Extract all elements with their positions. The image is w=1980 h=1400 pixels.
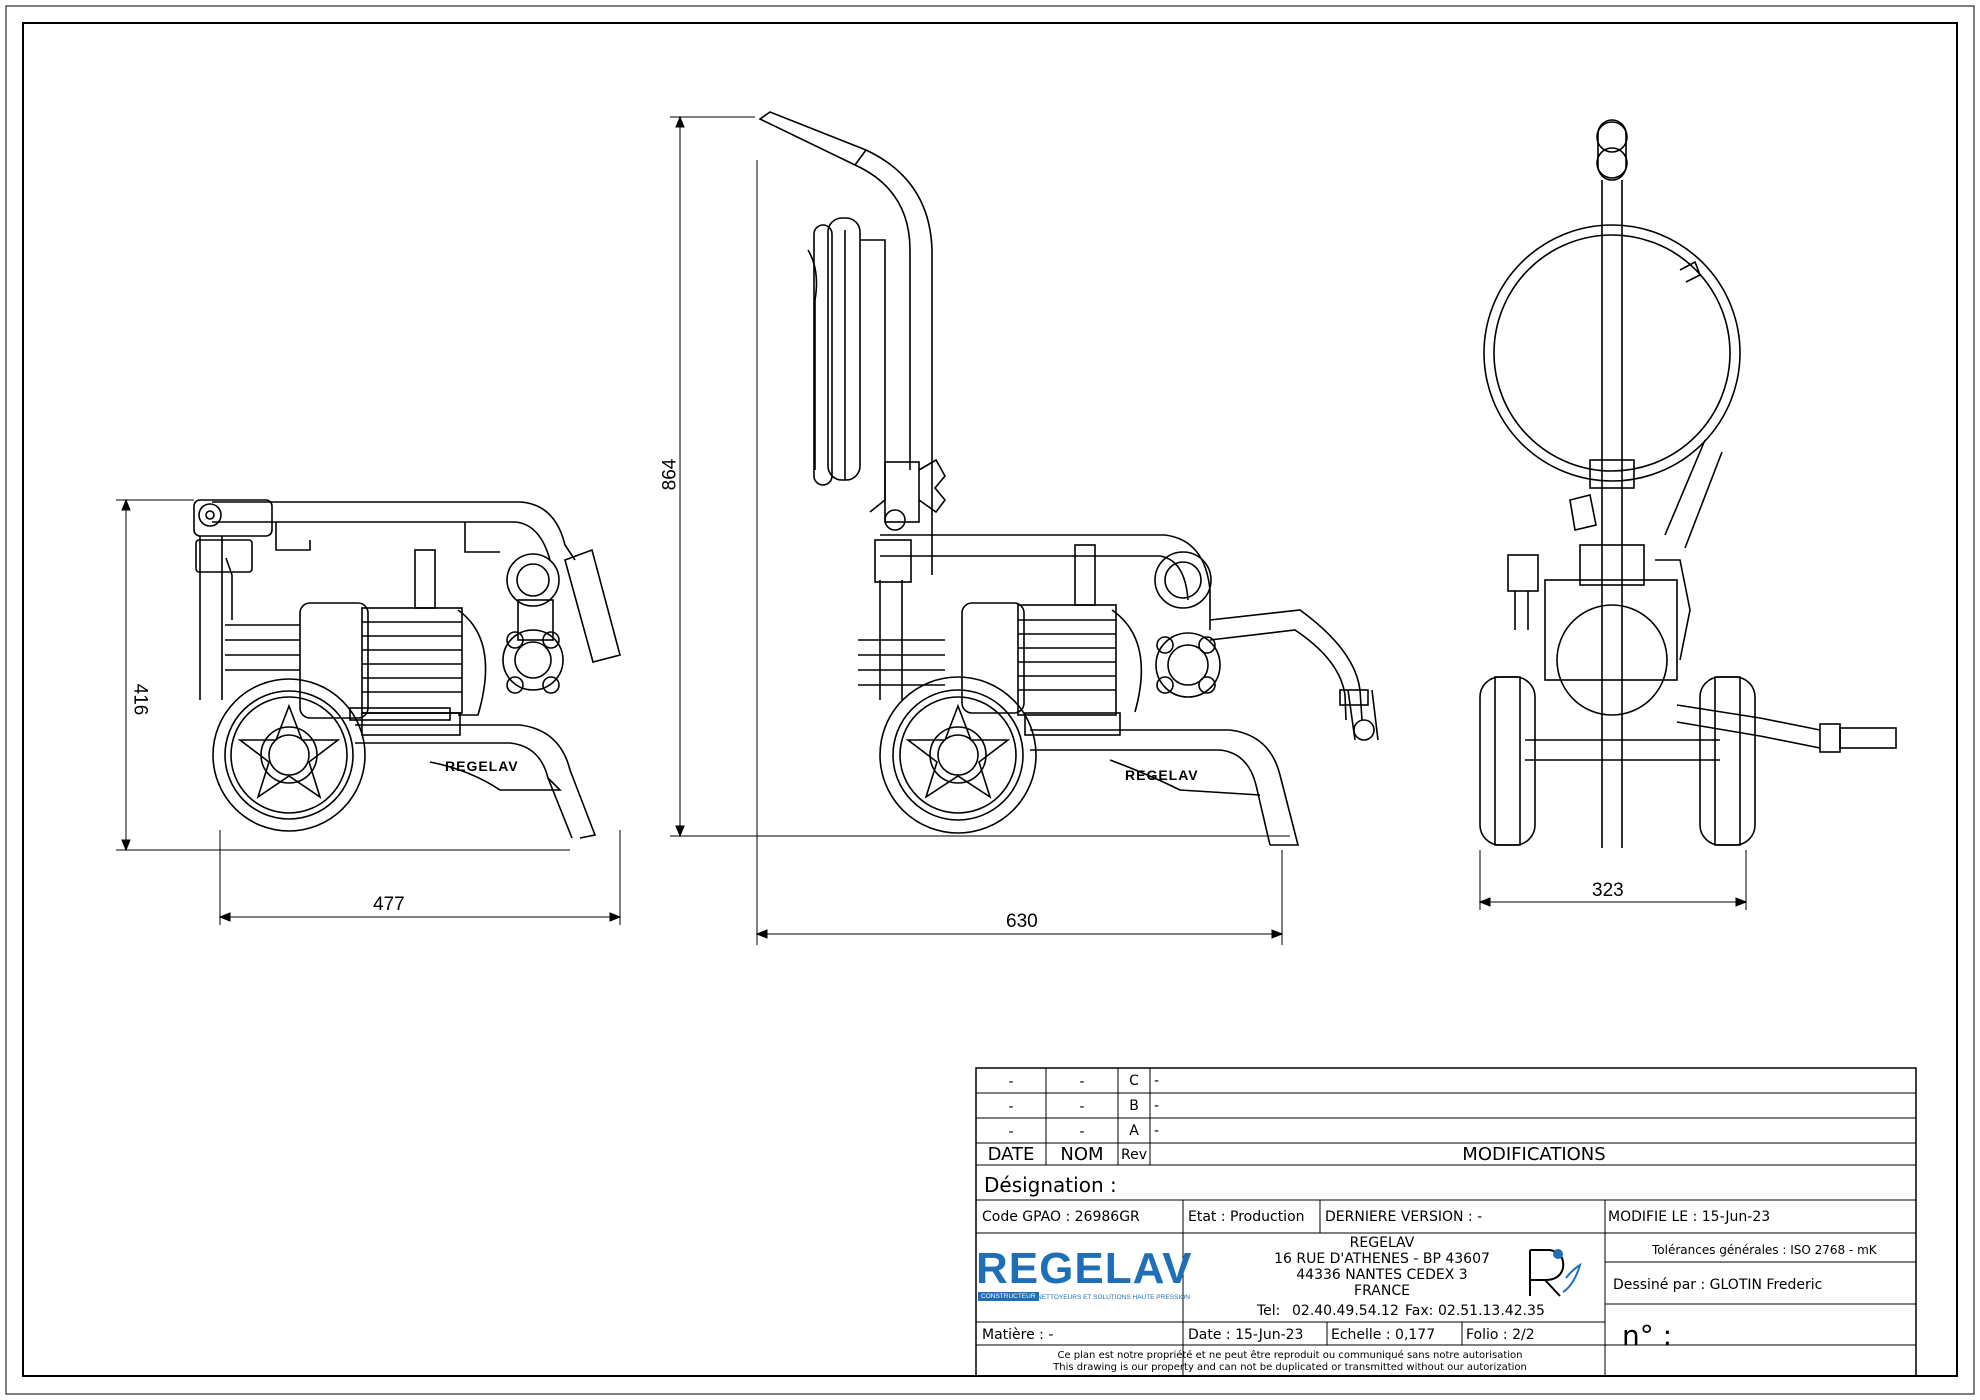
rev-row-b-nom: -: [1079, 1099, 1085, 1115]
title-block-grid: [975, 1067, 1917, 1377]
ownership-notice-fr: Ce plan est notre propriété et ne peut ê…: [1057, 1350, 1523, 1361]
fax-number: 02.51.13.42.35: [1438, 1303, 1545, 1319]
derniere-version: DERNIERE VERSION : -: [1325, 1209, 1483, 1225]
tolerances: Tolérances générales : ISO 2768 - mK: [1652, 1243, 1877, 1257]
ownership-notice-en: This drawing is our property and can not…: [1053, 1362, 1527, 1373]
rev-row-c-rev: C: [1129, 1073, 1139, 1089]
rev-row-c-mod: -: [1154, 1073, 1160, 1089]
fax-label: Fax:: [1405, 1303, 1434, 1319]
etat: Etat : Production: [1188, 1209, 1305, 1225]
company-address-2: 44336 NANTES CEDEX 3: [1296, 1267, 1468, 1283]
frame-brand-label: REGELAV: [445, 758, 519, 774]
regelav-r-mark: [1529, 1249, 1582, 1297]
dims-view-front: [1478, 850, 1748, 910]
modifie-le: MODIFIE LE : 15-Jun-23: [1608, 1209, 1771, 1225]
rev-header-nom: NOM: [1060, 1144, 1104, 1165]
logo-tag: CONSTRUCTEUR: [978, 1292, 1039, 1301]
frame-brand-label: REGELAV: [1125, 767, 1199, 783]
company-name: REGELAV: [1349, 1235, 1415, 1251]
dim-view2-width: 630: [1006, 911, 1038, 932]
side-view-left: [193, 499, 621, 839]
rev-header-date: DATE: [987, 1144, 1035, 1165]
echelle: Echelle : 0,177: [1331, 1327, 1436, 1343]
company-country: FRANCE: [1354, 1283, 1410, 1299]
logo-tagline: NETTOYEURS ET SOLUTIONS HAUTE PRESSION: [1037, 1294, 1190, 1301]
folio: Folio : 2/2: [1466, 1327, 1535, 1343]
rev-row-b-date: -: [1008, 1099, 1014, 1115]
dessine-par: Dessiné par : GLOTIN Frederic: [1613, 1277, 1823, 1293]
drawing-date: Date : 15-Jun-23: [1188, 1327, 1304, 1343]
code-gpao: Code GPAO : 26986GR: [982, 1209, 1140, 1225]
tel-label: Tel:: [1257, 1303, 1281, 1319]
drawing-number-label: n° :: [1622, 1319, 1673, 1352]
rev-header-modifications: MODIFICATIONS: [1462, 1144, 1606, 1165]
rev-row-b-mod: -: [1154, 1098, 1160, 1114]
regelav-logo: REGELAV: [976, 1244, 1193, 1293]
rev-row-c-nom: -: [1079, 1074, 1085, 1090]
dims-view-left: [116, 498, 622, 925]
matiere: Matière : -: [982, 1327, 1054, 1343]
front-view: [1479, 119, 1897, 848]
rev-row-c-date: -: [1008, 1074, 1014, 1090]
dim-view1-width: 477: [373, 894, 405, 915]
rev-header-rev: Rev: [1121, 1147, 1147, 1163]
dims-view-reel: [670, 115, 1290, 945]
rev-row-a-date: -: [1008, 1124, 1014, 1140]
dim-view1-height: 416: [129, 683, 151, 716]
dim-view2-height: 864: [659, 458, 681, 491]
outer-border: [5, 5, 1975, 1395]
tel-number: 02.40.49.54.12: [1292, 1303, 1399, 1319]
dim-view3-width: 323: [1592, 880, 1624, 901]
designation-label: Désignation :: [984, 1173, 1117, 1197]
company-address-1: 16 RUE D'ATHENES - BP 43607: [1274, 1251, 1490, 1267]
rev-row-b-rev: B: [1129, 1098, 1139, 1114]
side-view-reel: [758, 111, 1379, 846]
rev-row-a-nom: -: [1079, 1124, 1085, 1140]
rev-row-a-mod: -: [1154, 1123, 1160, 1139]
rev-row-a-rev: A: [1129, 1123, 1139, 1139]
